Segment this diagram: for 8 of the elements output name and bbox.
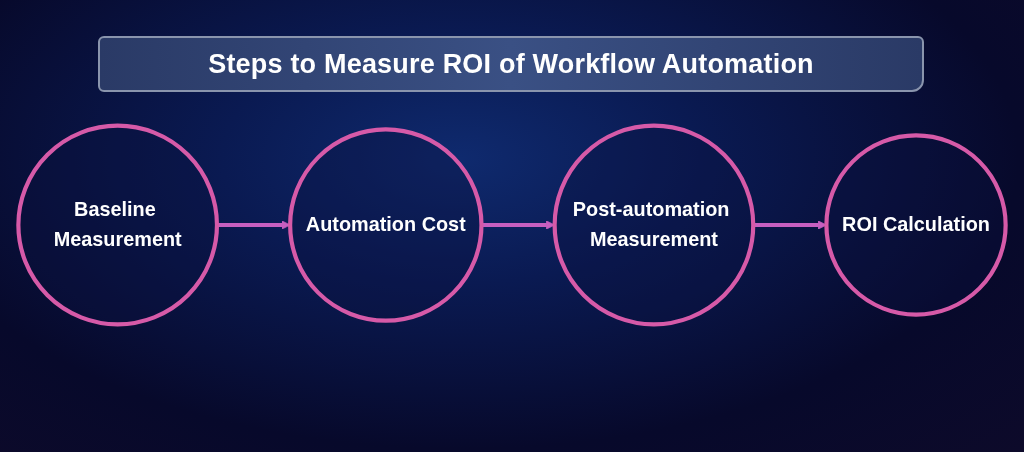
arrow [481,220,556,230]
arrow [753,220,827,230]
title-banner: Steps to Measure ROI of Workflow Automation [98,36,924,92]
arrow [216,220,291,230]
node-circle: Post-automation Measurement [552,123,756,327]
node-circle: ROI Calculation [824,133,1008,317]
node-circle: Baseline Measurement [16,123,220,327]
node-circle: Automation Cost [288,127,484,323]
